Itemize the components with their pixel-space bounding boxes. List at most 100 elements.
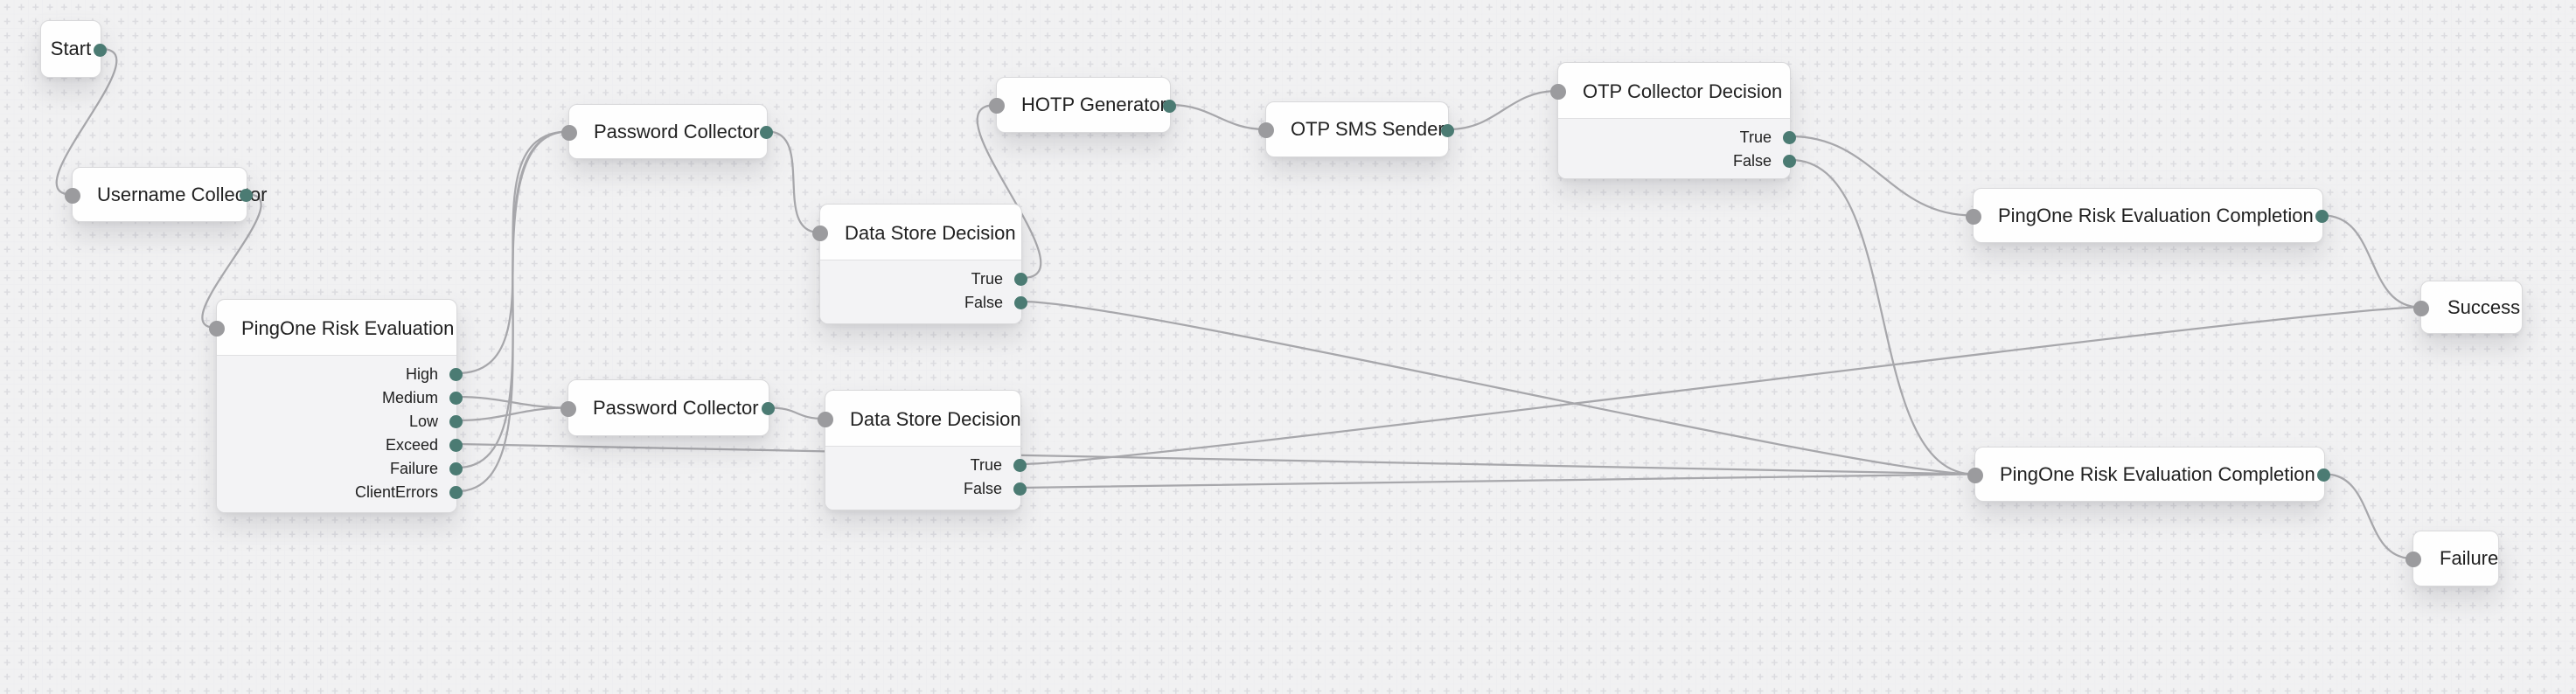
edge-username-collector-out-to-risk-eval[interactable] [201, 193, 262, 330]
node-output-panel [217, 355, 456, 512]
input-port[interactable] [1258, 122, 1274, 138]
input-port[interactable] [2413, 300, 2429, 316]
edge-risk-eval-ClientErrors-to-password-collector-1[interactable] [456, 130, 569, 493]
edge-risk-completion-2-out-to-failure[interactable] [2324, 473, 2413, 560]
input-port[interactable] [1550, 84, 1566, 100]
node-start[interactable]: Start [40, 20, 107, 78]
output-port-failure[interactable] [449, 462, 463, 475]
edge-hotp-generator-out-to-otp-sms-sender[interactable] [1170, 103, 1266, 131]
output-port-false[interactable] [1783, 154, 1796, 168]
output-port-high[interactable] [449, 367, 463, 381]
output-port[interactable] [240, 189, 253, 202]
input-port[interactable] [989, 98, 1005, 114]
output-port-label: True [971, 269, 1003, 288]
node-risk-completion-2[interactable]: PingOne Risk Evaluation Completion [1967, 447, 2330, 502]
edge-data-store-2-False-to-risk-completion-2[interactable] [1020, 473, 1975, 489]
node-output-panel [820, 260, 1021, 323]
node-title: OTP SMS Sender [1291, 118, 1445, 140]
edge-otp-collector-decision-False-to-risk-completion-2[interactable] [1790, 158, 1975, 475]
node-failure[interactable]: Failure [2405, 531, 2499, 586]
edge-data-store-1-False-to-risk-completion-2[interactable] [1021, 300, 1975, 475]
input-port[interactable] [560, 400, 576, 417]
node-output-panel [825, 446, 1020, 510]
input-port[interactable] [818, 412, 833, 427]
node-title: HOTP Generator [1021, 94, 1166, 115]
output-port-label: Low [408, 412, 438, 430]
node-output-panel [1558, 118, 1790, 178]
output-port[interactable] [1163, 99, 1176, 113]
edge-password-collector-1-out-to-data-store-1[interactable] [767, 130, 820, 234]
output-row-high: High [217, 363, 463, 386]
output-row-false: False [1558, 149, 1796, 173]
node-title: Start [50, 38, 92, 59]
edge-risk-eval-Exceed-to-risk-completion-2[interactable] [456, 442, 1975, 475]
output-row-true: True [825, 454, 1027, 477]
edge-data-store-2-True-to-success[interactable] [1020, 306, 2421, 466]
node-title: Password Collector [594, 121, 760, 142]
node-success[interactable]: Success [2413, 281, 2523, 334]
output-port-true[interactable] [1013, 458, 1027, 472]
output-port-false[interactable] [1014, 295, 1027, 309]
input-port[interactable] [65, 187, 80, 204]
output-port-label: True [1739, 128, 1772, 146]
output-port-clienterrors[interactable] [449, 485, 463, 499]
output-row-true: True [820, 267, 1027, 291]
node-title: Username Collector [97, 184, 268, 205]
node-title: PingOne Risk Evaluation Completion [2000, 463, 2315, 485]
output-port[interactable] [762, 402, 775, 415]
output-port-true[interactable] [1014, 272, 1027, 286]
output-port-label: ClientErrors [354, 482, 438, 501]
node-password-collector-2[interactable]: Password Collector [560, 379, 775, 436]
node-title: OTP Collector Decision [1583, 80, 1783, 102]
output-port-medium[interactable] [449, 391, 463, 405]
output-port-label: False [963, 479, 1002, 497]
node-title: Data Store Decision [845, 222, 1016, 244]
node-title: PingOne Risk Evaluation Completion [1998, 205, 2314, 226]
output-port-false[interactable] [1013, 482, 1027, 496]
node-username-collector[interactable]: Username Collector [65, 167, 268, 222]
output-port-label: False [1732, 151, 1772, 170]
output-port-true[interactable] [1783, 130, 1796, 144]
input-port[interactable] [209, 321, 225, 337]
edge-otp-sms-sender-out-to-otp-collector-decision[interactable] [1448, 89, 1558, 131]
input-port[interactable] [561, 124, 577, 141]
output-port[interactable] [1441, 123, 1454, 137]
node-title: Success [2447, 296, 2521, 318]
edge-data-store-1-True-to-hotp-generator[interactable] [976, 103, 1042, 280]
output-row-failure: Failure [217, 457, 463, 481]
output-port-label: Failure [389, 459, 438, 477]
output-port[interactable] [94, 43, 107, 57]
output-row-true: True [1558, 126, 1796, 149]
input-port[interactable] [1966, 208, 1981, 225]
edge-otp-collector-decision-True-to-risk-completion-1[interactable] [1790, 135, 1974, 217]
node-hotp-generator[interactable]: HOTP Generator [989, 77, 1176, 133]
edge-start-out-to-username-collector[interactable] [55, 47, 118, 196]
node-otp-sms-sender[interactable]: OTP SMS Sender [1258, 101, 1454, 157]
output-port-low[interactable] [449, 414, 463, 428]
output-port[interactable] [2317, 468, 2330, 482]
input-port[interactable] [812, 226, 828, 241]
output-port-exceed[interactable] [449, 438, 463, 452]
output-port[interactable] [2315, 210, 2329, 223]
output-row-low: Low [217, 410, 463, 434]
node-title: PingOne Risk Evaluation [241, 317, 455, 339]
output-row-medium: Medium [217, 386, 463, 410]
input-port[interactable] [2405, 552, 2421, 567]
input-port[interactable] [1967, 467, 1983, 483]
node-title: Failure [2440, 547, 2499, 569]
output-port[interactable] [760, 126, 773, 139]
output-port-label: Medium [381, 388, 438, 406]
edge-password-collector-2-out-to-data-store-2[interactable] [769, 406, 825, 420]
node-password-collector-1[interactable]: Password Collector [561, 104, 773, 159]
output-port-label: True [970, 455, 1002, 474]
output-port-label: Exceed [385, 435, 438, 454]
output-port-label: False [964, 293, 1003, 311]
edge-risk-completion-1-out-to-success[interactable] [2322, 214, 2421, 309]
node-risk-completion-1[interactable]: PingOne Risk Evaluation Completion [1966, 188, 2329, 243]
edge-risk-eval-Low-to-password-collector-2[interactable] [456, 406, 568, 422]
